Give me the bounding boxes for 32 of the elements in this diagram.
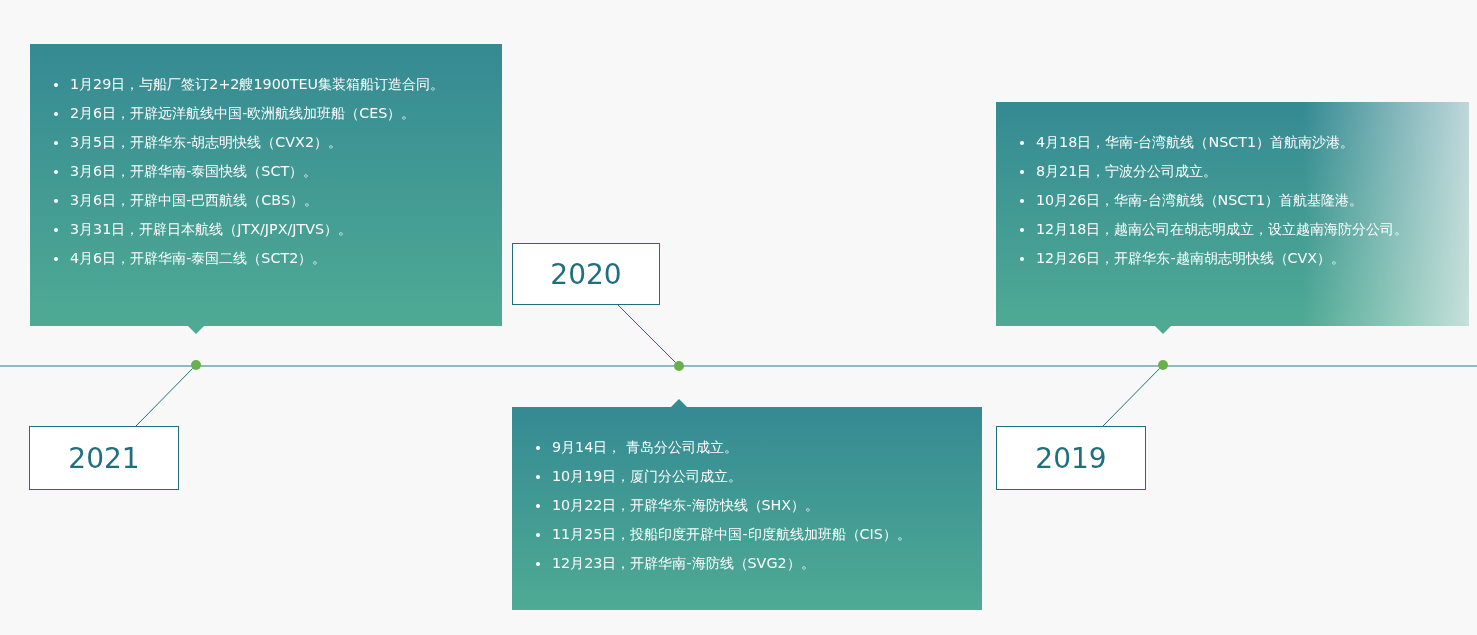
event-item: 2月6日，开辟远洋航线中国-欧洲航线加班船（CES）。: [70, 104, 416, 123]
year-label: 2021: [68, 441, 140, 475]
event-item: 10月26日，华南-台湾航线（NSCT1）首航基隆港。: [1036, 191, 1364, 210]
leader-line: [135, 368, 193, 427]
leader-line: [1102, 368, 1160, 427]
event-item: 12月23日，开辟华南-海防线（SVG2）。: [552, 554, 815, 573]
event-item: 3月6日，开辟华南-泰国快线（SCT）。: [70, 162, 318, 181]
year-label: 2019: [1035, 441, 1107, 475]
year-box: [29, 426, 179, 490]
year-label: 2020: [550, 257, 622, 291]
event-card: [30, 44, 502, 326]
event-item: 10月22日，开辟华东-海防快线（SHX）。: [552, 496, 820, 515]
event-item: 3月5日，开辟华东-胡志明快线（CVX2）。: [70, 133, 342, 152]
event-item: 4月6日，开辟华南-泰国二线（SCT2）。: [70, 249, 327, 268]
event-item: 8月21日，宁波分公司成立。: [1036, 162, 1218, 181]
event-item: 9月14日， 青岛分公司成立。: [552, 438, 738, 457]
event-card: [512, 407, 982, 610]
event-item: 4月18日，华南-台湾航线（NSCT1）首航南沙港。: [1036, 133, 1355, 152]
event-card: [996, 102, 1469, 326]
event-item: 10月19日，厦门分公司成立。: [552, 467, 743, 486]
year-box: [512, 243, 660, 305]
event-item: 1月29日，与船厂签订2+2艘1900TEU集装箱船订造合同。: [70, 75, 445, 94]
timeline-dot: [191, 360, 201, 370]
event-item: 12月18日，越南公司在胡志明成立，设立越南海防分公司。: [1036, 220, 1409, 239]
timeline-dot: [674, 361, 684, 371]
event-item: 12月26日，开辟华东-越南胡志明快线（CVX）。: [1036, 249, 1346, 268]
timeline-dot: [1158, 360, 1168, 370]
year-box: [996, 426, 1146, 490]
event-item: 11月25日，投船印度开辟中国-印度航线加班船（CIS）。: [552, 525, 911, 544]
leader-line: [617, 304, 676, 363]
event-item: 3月6日，开辟中国-巴西航线（CBS）。: [70, 191, 318, 210]
event-item: 3月31日，开辟日本航线（JTX/JPX/JTVS）。: [70, 220, 353, 239]
